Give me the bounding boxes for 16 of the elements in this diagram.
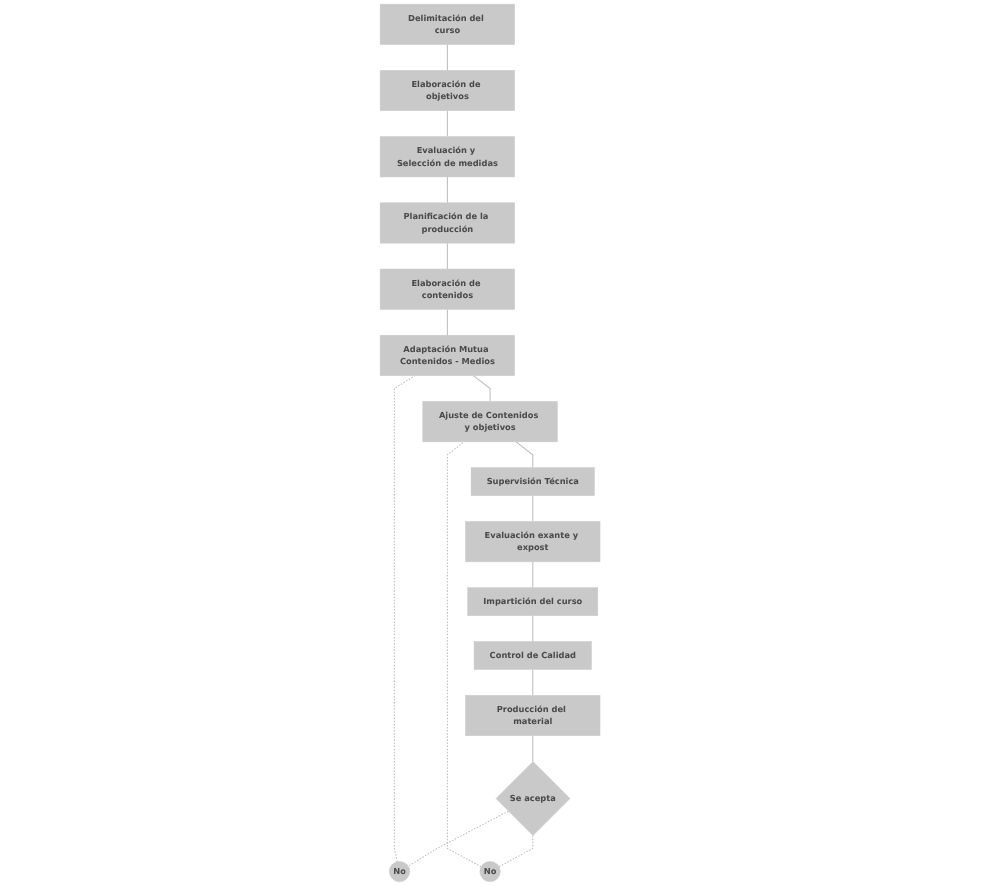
connector (533, 615, 535, 643)
connector (447, 441, 483, 868)
connector (473, 375, 492, 402)
connector (447, 308, 449, 336)
connector (394, 375, 417, 863)
connector (447, 110, 449, 138)
connector (447, 176, 449, 204)
connector (499, 835, 535, 868)
connector (533, 495, 535, 523)
connector (408, 810, 510, 867)
connector (447, 44, 449, 71)
connector (533, 668, 535, 696)
connector (533, 735, 535, 763)
connector (516, 441, 535, 469)
connector (533, 561, 535, 589)
connector (447, 242, 449, 270)
